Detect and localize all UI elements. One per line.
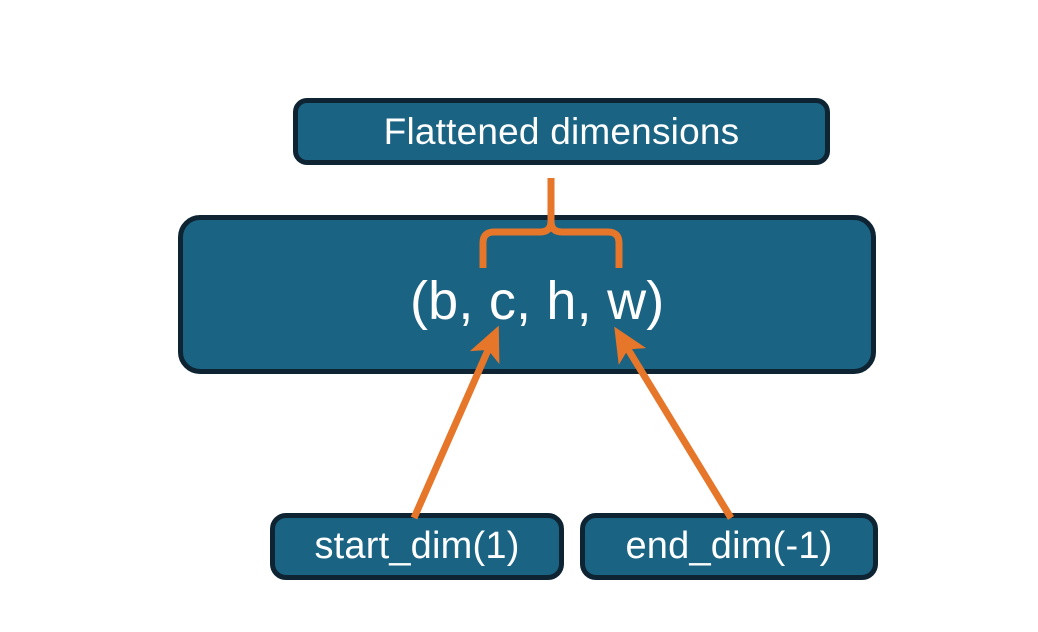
node-start-dim-label: start_dim(1) [314,525,520,567]
node-end-dim-label: end_dim(-1) [625,525,833,567]
node-flattened-dimensions[interactable]: Flattened dimensions [293,98,830,165]
node-flattened-dimensions-label: Flattened dimensions [383,110,740,152]
node-tensor-shape-label: (b, c, h, w) [410,271,665,331]
node-end-dim[interactable]: end_dim(-1) [580,513,878,580]
node-start-dim[interactable]: start_dim(1) [270,513,564,580]
node-tensor-shape[interactable]: (b, c, h, w) [178,215,876,374]
